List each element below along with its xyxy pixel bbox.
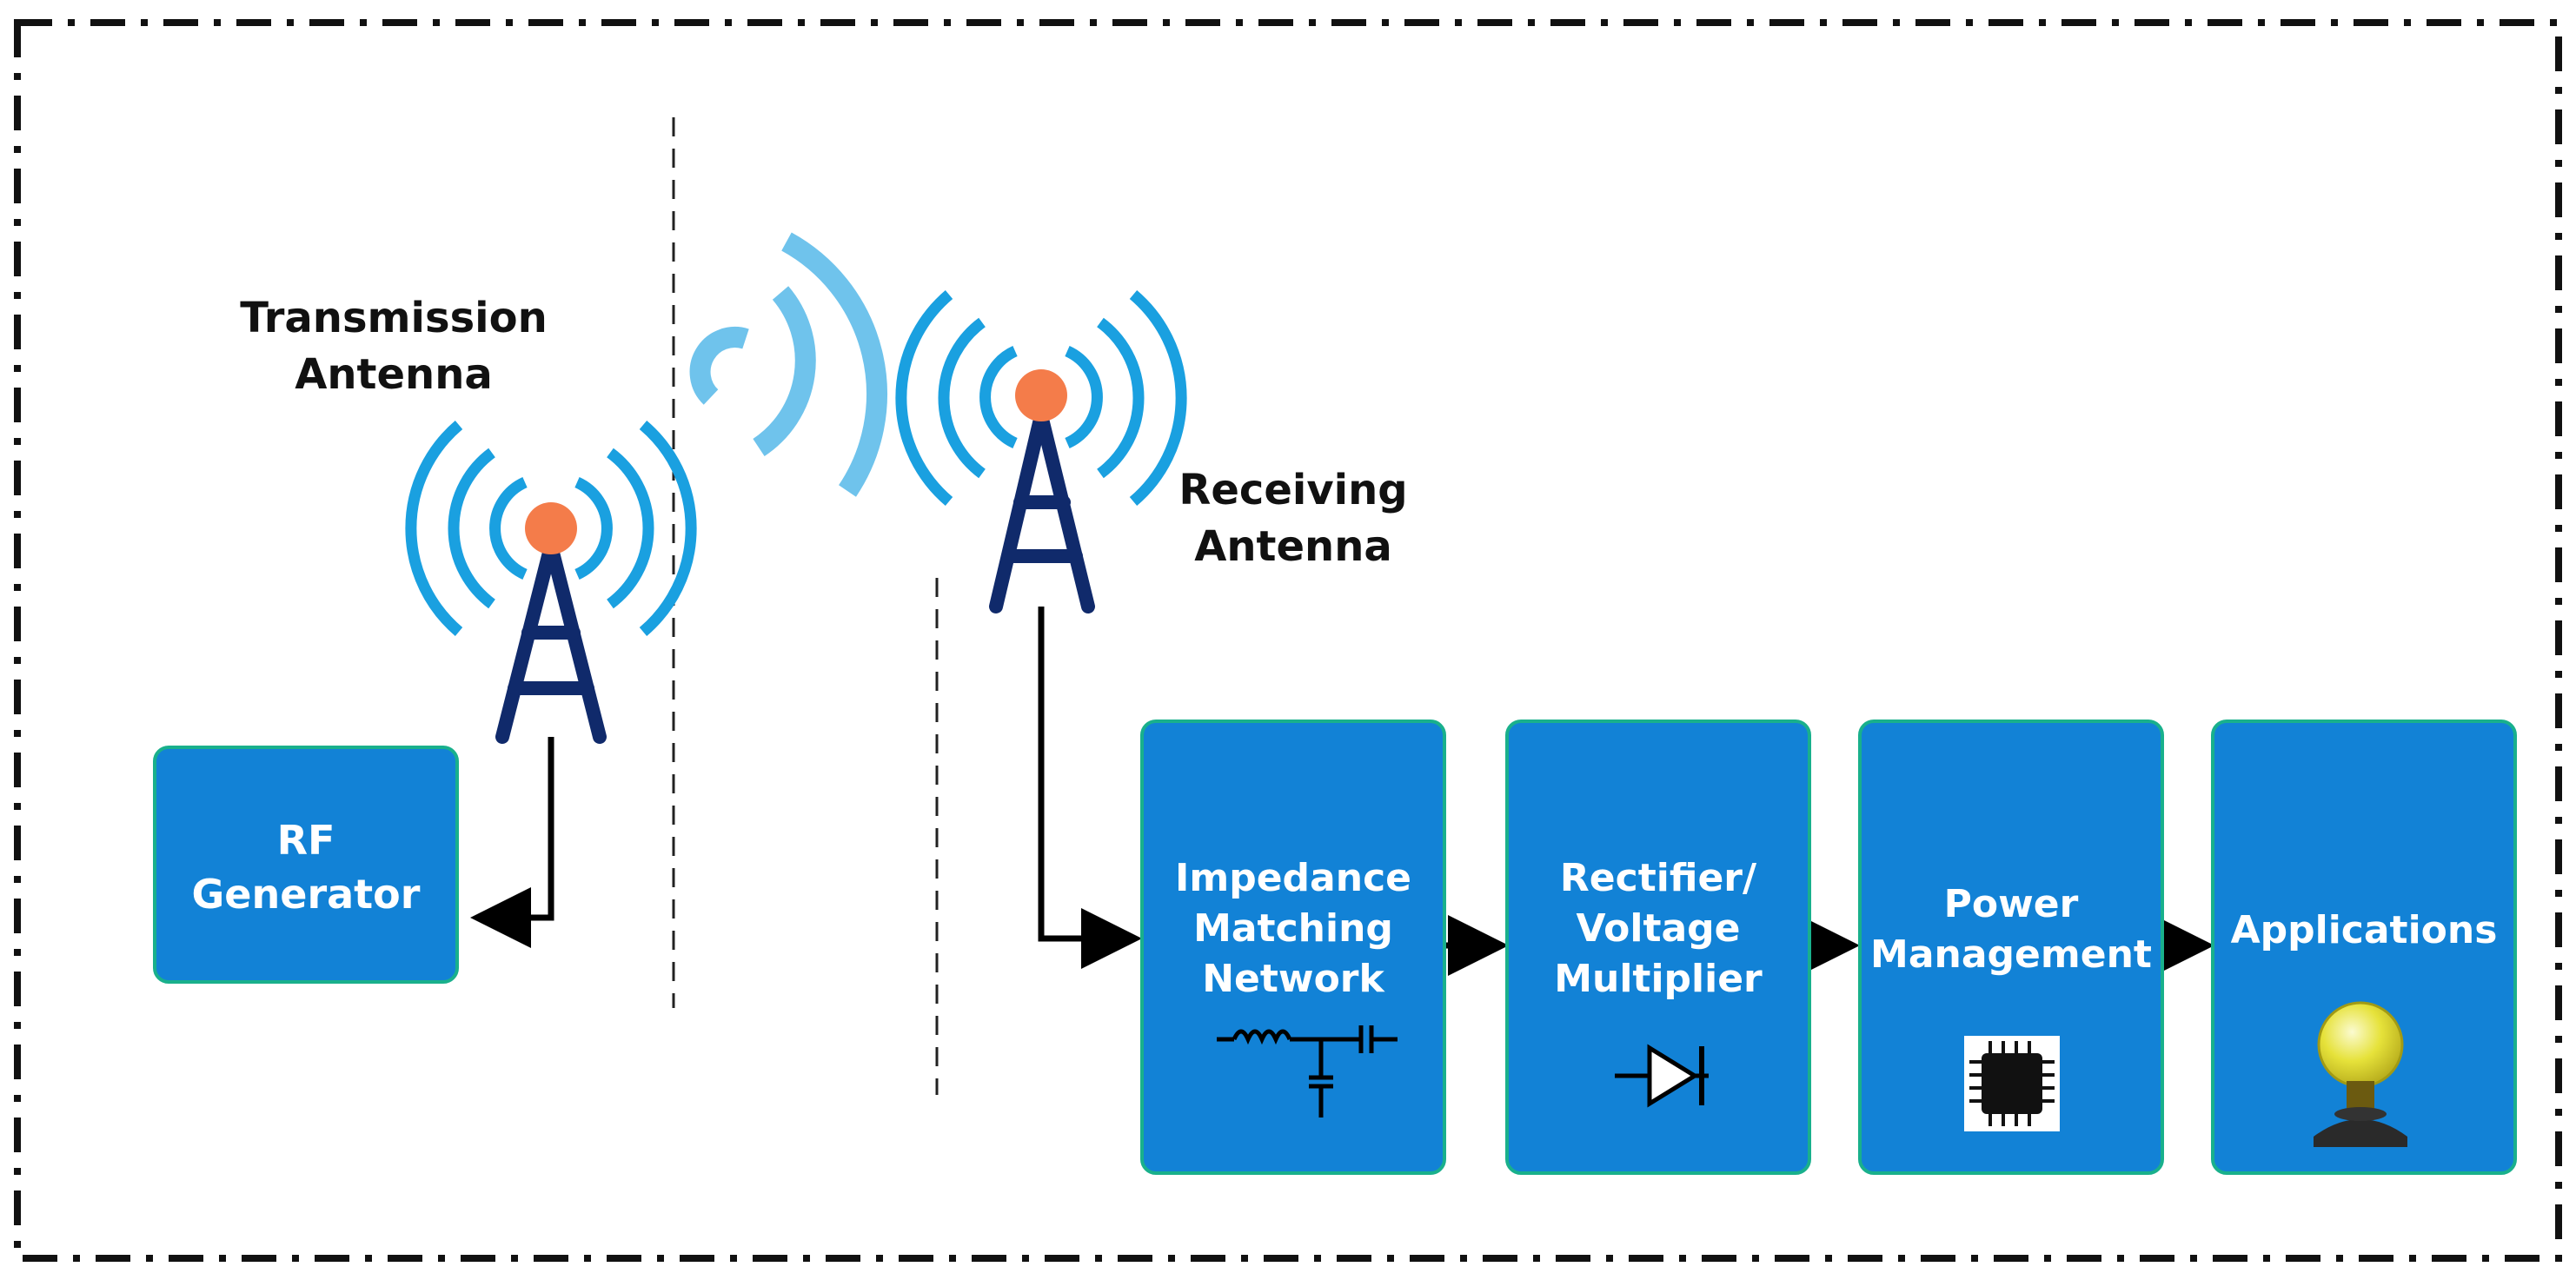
applications-label: Applications bbox=[2231, 908, 2498, 952]
outer-border bbox=[14, 19, 2562, 1262]
wireless-wave-icon bbox=[689, 232, 887, 497]
diode-icon bbox=[1615, 1044, 1709, 1108]
power-label-line1: Power bbox=[1944, 882, 2079, 926]
chip-icon bbox=[1964, 1036, 2060, 1131]
rectifier-block: Rectifier/ Voltage Multiplier bbox=[1505, 720, 1811, 1175]
power-management-block: Power Management bbox=[1858, 720, 2164, 1175]
receiving-antenna-label-line2: Antenna bbox=[1194, 522, 1392, 571]
rectifier-label-line2: Voltage bbox=[1576, 906, 1740, 951]
transmission-antenna-icon bbox=[405, 421, 697, 744]
transmission-antenna-label-line2: Antenna bbox=[295, 350, 493, 399]
power-label-line2: Management bbox=[1870, 932, 2152, 977]
applications-block: Applications bbox=[2211, 720, 2517, 1175]
impedance-label-line1: Impedance bbox=[1175, 856, 1411, 900]
rectifier-label-line1: Rectifier/ bbox=[1560, 856, 1757, 900]
rectifier-label-line3: Multiplier bbox=[1554, 957, 1763, 1001]
rf-generator-label-line2: Generator bbox=[192, 871, 421, 918]
rf-generator-label-line1: RF bbox=[277, 817, 335, 864]
lc-filter-icon bbox=[1217, 1025, 1398, 1118]
connector-lines bbox=[470, 607, 2214, 976]
impedance-label-line2: Matching bbox=[1193, 906, 1393, 951]
impedance-matching-block: Impedance Matching Network bbox=[1140, 720, 1446, 1175]
light-bulb-icon bbox=[2314, 1001, 2407, 1147]
tx-to-rf-connector bbox=[470, 737, 554, 948]
transmission-antenna-label-line1: Transmission bbox=[240, 294, 547, 342]
receiving-antenna-icon bbox=[895, 290, 1187, 613]
receiving-antenna-label-line1: Receiving bbox=[1178, 466, 1407, 514]
impedance-label-line3: Network bbox=[1202, 957, 1385, 1001]
rf-generator-block: RF Generator bbox=[153, 746, 459, 984]
rx-to-impedance-connector bbox=[1038, 607, 1142, 969]
